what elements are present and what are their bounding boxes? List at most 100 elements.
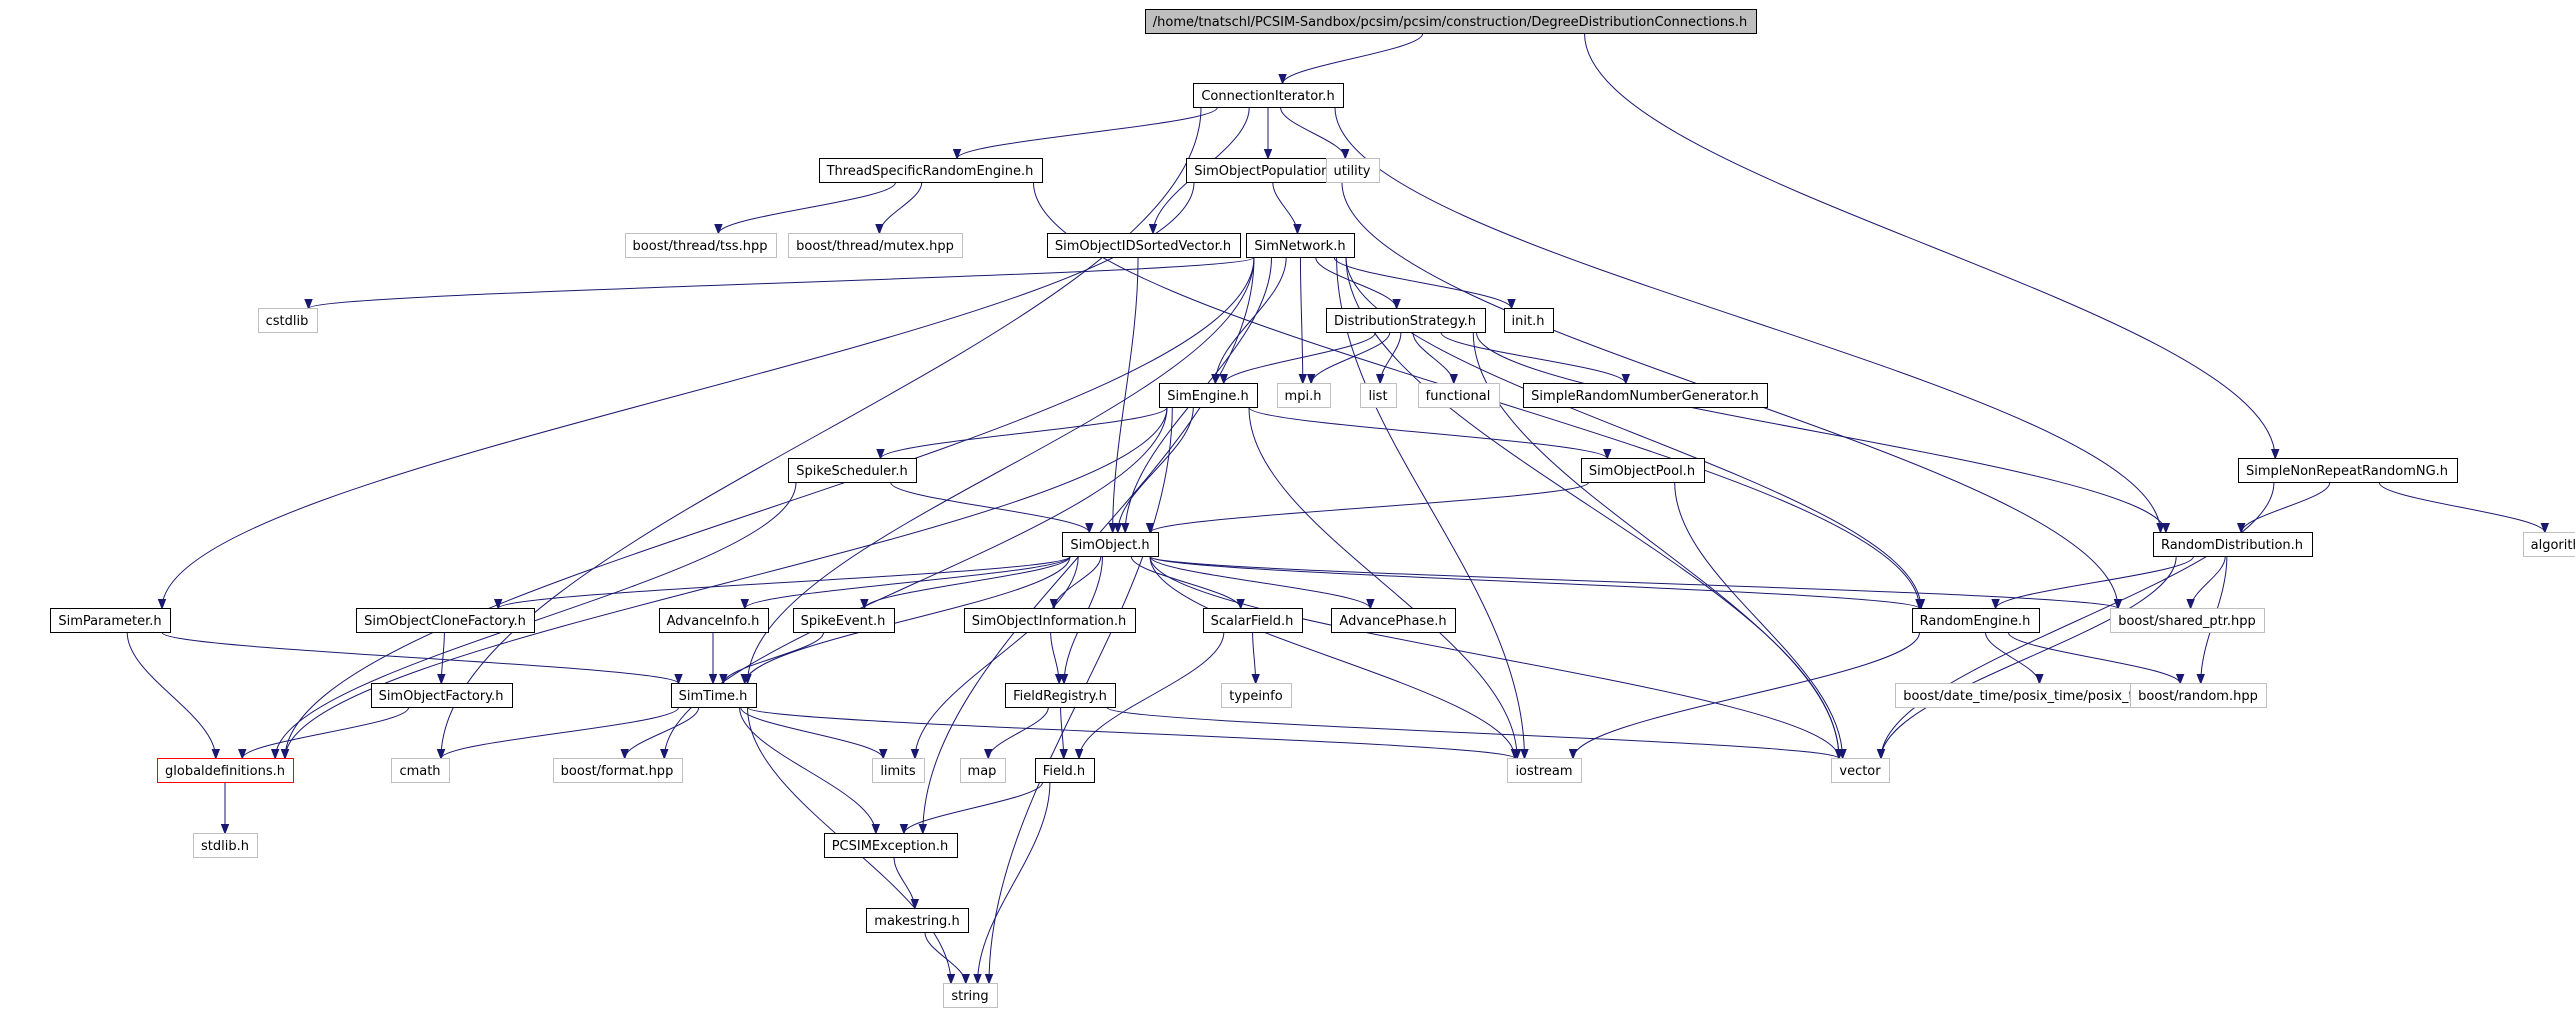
node-root[interactable]: /home/tnatschl/PCSIM-Sandbox/pcsim/pcsim… bbox=[1145, 9, 1757, 34]
node-box bbox=[1331, 608, 1456, 633]
edge-arrowhead bbox=[437, 674, 446, 685]
node-SpikeEvent[interactable]: SpikeEvent.h bbox=[793, 608, 895, 633]
node-SimNetwork[interactable]: SimNetwork.h bbox=[1246, 233, 1355, 258]
node-ConnectionIterator[interactable]: ConnectionIterator.h bbox=[1193, 83, 1344, 108]
node-label: SimTime.h bbox=[679, 689, 748, 704]
node-label: init.h bbox=[1512, 314, 1545, 329]
node-SpikeScheduler[interactable]: SpikeScheduler.h bbox=[788, 458, 917, 483]
node-DistributionStrategy[interactable]: DistributionStrategy.h bbox=[1326, 308, 1486, 333]
node-label: stdlib.h bbox=[201, 839, 249, 854]
node-box bbox=[1062, 532, 1159, 557]
node-label: RandomEngine.h bbox=[1920, 614, 2031, 629]
node-box bbox=[1193, 83, 1344, 108]
edge-SimTime-to-iostream bbox=[747, 707, 1516, 759]
edge-SimObjectPool-to-vector bbox=[1674, 482, 1844, 759]
edge-arrowhead bbox=[1603, 449, 1612, 460]
node-layer: /home/tnatschl/PCSIM-Sandbox/pcsim/pcsim… bbox=[50, 9, 2575, 1008]
node-ThreadSpecificRandomEngine[interactable]: ThreadSpecificRandomEngine.h bbox=[819, 158, 1043, 183]
node-stdlib: stdlib.h bbox=[193, 833, 258, 858]
edge-SimNetwork-to-init bbox=[1333, 257, 1512, 309]
node-SimObjectPool[interactable]: SimObjectPool.h bbox=[1581, 458, 1705, 483]
edge-arrowhead bbox=[984, 974, 994, 985]
node-RandomDistribution[interactable]: RandomDistribution.h bbox=[2153, 532, 2313, 557]
node-box bbox=[50, 608, 171, 633]
node-label: boost/thread/mutex.hpp bbox=[796, 239, 954, 254]
edge-arrowhead bbox=[1108, 523, 1117, 534]
node-label: SimObjectCloneFactory.h bbox=[364, 614, 526, 629]
node-FieldRegistry[interactable]: FieldRegistry.h bbox=[1005, 683, 1116, 708]
node-SimObjectCloneFactory[interactable]: SimObjectCloneFactory.h bbox=[356, 608, 535, 633]
edge-SimTime-to-cmath bbox=[440, 707, 679, 759]
edge-arrowhead bbox=[2186, 599, 2195, 610]
edge-FieldRegistry-to-map bbox=[987, 707, 1049, 759]
edge-arrowhead bbox=[1834, 749, 1844, 760]
node-ScalarField[interactable]: ScalarField.h bbox=[1203, 608, 1303, 633]
node-RandomEngine[interactable]: RandomEngine.h bbox=[1912, 608, 2040, 633]
edge-SimObjectPool-to-SimObject bbox=[1149, 482, 1589, 533]
node-makestring[interactable]: makestring.h bbox=[866, 908, 969, 933]
edge-arrowhead bbox=[952, 149, 962, 160]
node-box bbox=[1504, 308, 1554, 333]
node-label: list bbox=[1368, 389, 1387, 404]
node-SimObjectFactory[interactable]: SimObjectFactory.h bbox=[371, 683, 513, 708]
node-label: SimObject.h bbox=[1070, 538, 1149, 553]
edge-SimEngine-to-globaldefinitions bbox=[284, 407, 1168, 759]
edge-arrowhead bbox=[910, 749, 920, 760]
edge-arrowhead bbox=[1510, 749, 1520, 760]
node-box bbox=[1912, 608, 2040, 633]
edge-arrowhead bbox=[1219, 374, 1228, 385]
node-SimObject[interactable]: SimObject.h bbox=[1062, 532, 1159, 557]
node-init[interactable]: init.h bbox=[1504, 308, 1554, 333]
node-SimTime[interactable]: SimTime.h bbox=[671, 683, 757, 708]
node-tss: boost/thread/tss.hpp bbox=[625, 233, 777, 258]
edge-ThreadSpecificRandomEngine-to-tss bbox=[717, 182, 896, 234]
node-PCSIMException[interactable]: PCSIMException.h bbox=[824, 833, 958, 858]
edge-arrowhead bbox=[740, 674, 749, 685]
node-label: SimObjectPool.h bbox=[1589, 464, 1695, 479]
node-SimObjectIDSortedVector[interactable]: SimObjectIDSortedVector.h bbox=[1047, 233, 1241, 258]
node-box bbox=[193, 833, 258, 858]
node-box bbox=[819, 158, 1043, 183]
node-SimObjectInformation[interactable]: SimObjectInformation.h bbox=[964, 608, 1136, 633]
edge-arrowhead bbox=[1054, 674, 1064, 685]
node-map: map bbox=[960, 758, 1006, 783]
edge-arrowhead bbox=[740, 599, 749, 610]
edge-arrowhead bbox=[1375, 374, 1385, 385]
node-SimpleNonRepeatRandomNG[interactable]: SimpleNonRepeatRandomNG.h bbox=[2238, 458, 2458, 483]
edge-arrowhead bbox=[1059, 749, 1068, 760]
node-globaldefinitions[interactable]: globaldefinitions.h bbox=[157, 758, 294, 783]
node-SimpleRandomNumberGenerator[interactable]: SimpleRandomNumberGenerator.h bbox=[1523, 383, 1768, 408]
edge-RandomDistribution-to-RandomEngine bbox=[1995, 556, 2194, 609]
node-label: boost/random.hpp bbox=[2138, 689, 2258, 704]
node-label: SimObjectInformation.h bbox=[972, 614, 1127, 629]
node-list: list bbox=[1360, 383, 1397, 408]
edge-RandomEngine-to-posix_time bbox=[1985, 632, 2040, 684]
edge-arrowhead bbox=[1392, 299, 1401, 310]
edge-SimNetwork-to-DistributionStrategy bbox=[1315, 257, 1398, 309]
node-shared_ptr: boost/shared_ptr.hpp bbox=[2110, 608, 2265, 633]
node-Field[interactable]: Field.h bbox=[1035, 758, 1095, 783]
node-AdvancePhase[interactable]: AdvancePhase.h bbox=[1331, 608, 1456, 633]
edge-RandomEngine-to-iostream bbox=[1572, 632, 1920, 759]
node-box bbox=[1418, 383, 1500, 408]
edge-SimObject-to-ScalarField bbox=[1130, 556, 1242, 609]
node-SimObjectPopulation[interactable]: SimObjectPopulation.h bbox=[1186, 158, 1351, 183]
node-label: AdvanceInfo.h bbox=[667, 614, 760, 629]
node-SimEngine[interactable]: SimEngine.h bbox=[1159, 383, 1258, 408]
edge-SimObject-to-RandomEngine bbox=[1149, 556, 1920, 609]
edge-SimNetwork-to-mpi bbox=[1299, 257, 1304, 384]
edge-arrowhead bbox=[918, 824, 928, 835]
edge-arrowhead bbox=[1876, 749, 1886, 760]
node-box bbox=[1326, 308, 1486, 333]
node-AdvanceInfo[interactable]: AdvanceInfo.h bbox=[659, 608, 769, 633]
node-label: cmath bbox=[399, 764, 440, 779]
node-label: Field.h bbox=[1043, 764, 1085, 779]
node-label: SimObjectIDSortedVector.h bbox=[1055, 239, 1231, 254]
edge-SimObjectFactory-to-globaldefinitions bbox=[241, 707, 410, 759]
node-label: map bbox=[968, 764, 997, 779]
node-algorithm: algorithm bbox=[2523, 532, 2575, 557]
node-box bbox=[671, 683, 757, 708]
node-SimParameter[interactable]: SimParameter.h bbox=[50, 608, 171, 633]
edge-arrowhead bbox=[1991, 599, 2000, 610]
edge-SimEngine-to-SpikeScheduler bbox=[879, 407, 1168, 459]
